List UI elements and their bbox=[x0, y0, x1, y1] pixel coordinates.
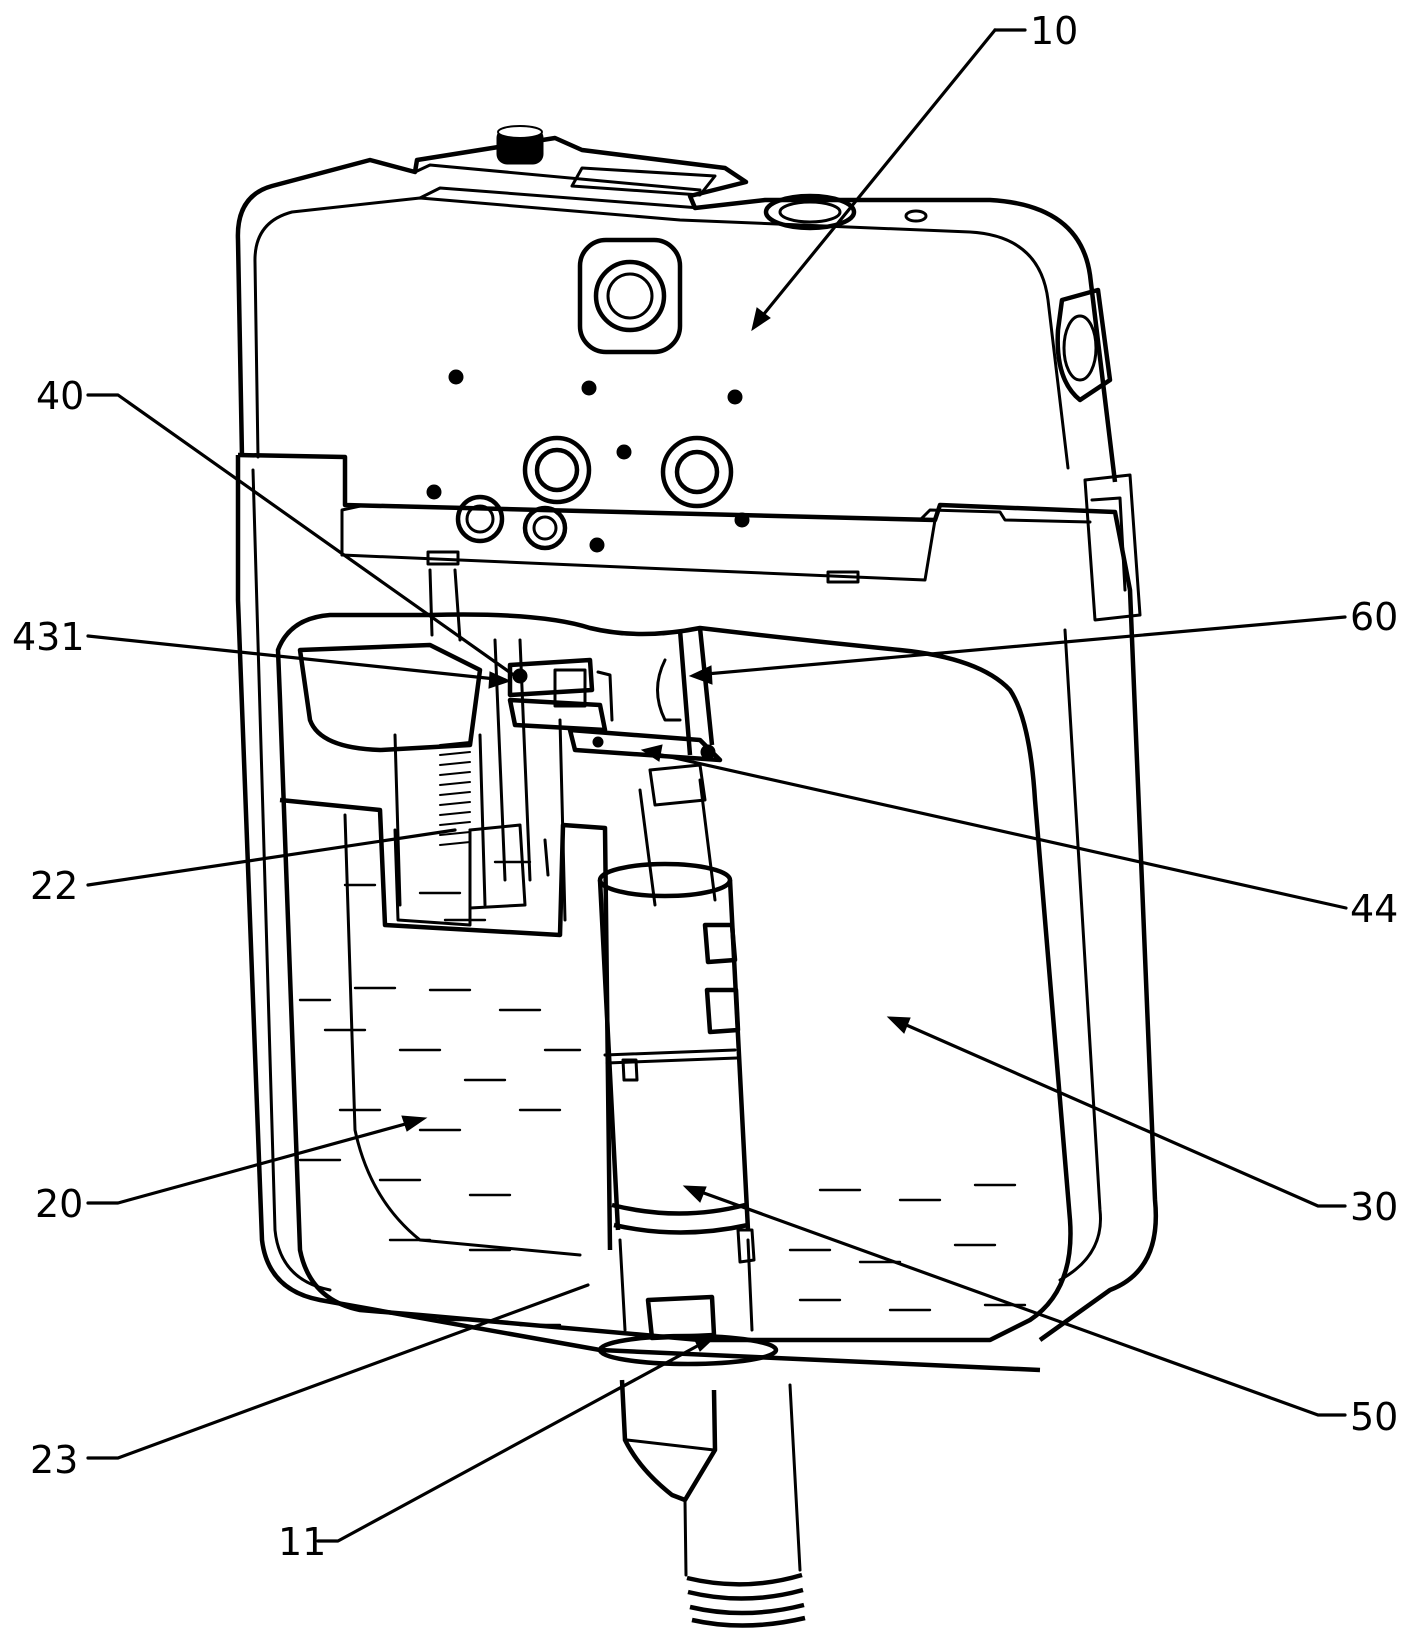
leader-50 bbox=[688, 1186, 1347, 1417]
water-marks bbox=[298, 860, 1027, 1327]
leader-20 bbox=[86, 1118, 422, 1205]
label-23: 23 bbox=[30, 1438, 78, 1482]
leader-60 bbox=[693, 615, 1347, 677]
upper-housing bbox=[235, 125, 1118, 582]
leader-44 bbox=[646, 750, 1348, 910]
arrowhead-10 bbox=[751, 307, 771, 332]
leader-30 bbox=[893, 1018, 1347, 1208]
arrowhead-20 bbox=[401, 1115, 428, 1132]
cutaway-window bbox=[275, 612, 1073, 1343]
label-431: 431 bbox=[12, 615, 85, 659]
arrowhead-30 bbox=[886, 1016, 911, 1034]
leader-22 bbox=[86, 828, 457, 887]
leader-11 bbox=[316, 1336, 714, 1543]
pipe-ports bbox=[455, 435, 734, 551]
label-10: 10 bbox=[1030, 9, 1078, 53]
label-50: 50 bbox=[1350, 1395, 1398, 1439]
tank-shell bbox=[235, 452, 1159, 1373]
leader-23 bbox=[86, 1283, 590, 1460]
label-11: 11 bbox=[278, 1520, 326, 1564]
flush-valve bbox=[597, 861, 779, 1367]
label-44: 44 bbox=[1350, 887, 1398, 931]
arrowhead-11 bbox=[693, 1335, 718, 1352]
arrowhead-50 bbox=[682, 1185, 707, 1203]
label-22: 22 bbox=[30, 864, 78, 908]
auxiliary-chamber bbox=[279, 568, 613, 1257]
reference-labels: 10 40 431 60 22 44 30 20 50 23 11 bbox=[12, 9, 1398, 1564]
leader-10-diag bbox=[753, 28, 997, 327]
label-40: 40 bbox=[36, 374, 84, 418]
label-30: 30 bbox=[1350, 1185, 1398, 1229]
arrowhead-431 bbox=[488, 671, 512, 689]
label-60: 60 bbox=[1350, 595, 1398, 639]
control-mechanism bbox=[507, 627, 723, 907]
arrowhead-60 bbox=[688, 665, 713, 685]
spring-coils bbox=[439, 741, 471, 846]
arrowhead-44 bbox=[640, 744, 663, 762]
leader-431 bbox=[86, 634, 507, 682]
drain-outlet bbox=[619, 1379, 806, 1628]
leader-lines bbox=[86, 28, 1348, 1543]
label-20: 20 bbox=[35, 1182, 83, 1226]
leader-40 bbox=[86, 393, 517, 678]
